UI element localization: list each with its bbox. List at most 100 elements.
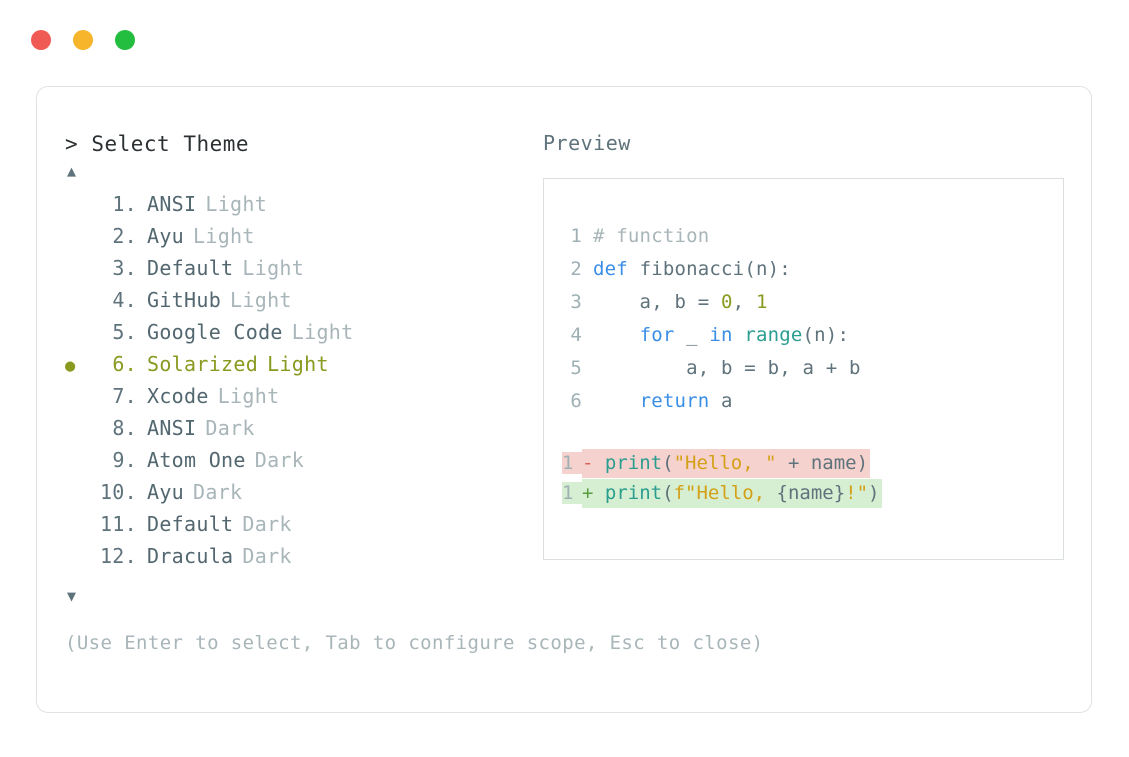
code-token: _ xyxy=(674,324,710,346)
code-token: 0 xyxy=(721,291,733,313)
code-token xyxy=(593,324,640,346)
selected-bullet-icon: ● xyxy=(65,355,76,376)
theme-item-number: 9. xyxy=(112,447,137,472)
code-line-text: a, b = 0, 1 xyxy=(593,291,768,313)
diff-line-content: - print("Hello, " + name) xyxy=(582,449,871,478)
theme-item-number: 11. xyxy=(99,511,137,536)
theme-item-variant: Dark xyxy=(193,479,243,504)
code-line: 3 a, b = 0, 1 xyxy=(562,291,1063,324)
maximize-button[interactable] xyxy=(115,30,135,50)
minimize-button[interactable] xyxy=(73,30,93,50)
code-token: a, b = b, a + b xyxy=(593,357,861,379)
code-token: fibonacci(n): xyxy=(639,258,791,280)
diff-token: + name) xyxy=(776,452,869,474)
code-token: range xyxy=(744,324,803,346)
code-token xyxy=(733,324,745,346)
theme-list-item[interactable]: ● 6. Solarized Light xyxy=(65,352,535,384)
theme-item-variant: Dark xyxy=(254,447,305,472)
theme-item-number: 1. xyxy=(112,191,137,216)
code-token: # function xyxy=(593,225,710,247)
keyboard-hint: (Use Enter to select, Tab to configure s… xyxy=(65,632,764,654)
code-token: (n): xyxy=(802,324,850,346)
code-token: a xyxy=(709,390,733,412)
theme-item-name: Ayu xyxy=(147,479,185,504)
code-token: def xyxy=(593,258,640,280)
diff-token: f"Hello, xyxy=(673,482,777,504)
line-number: 5 xyxy=(570,357,582,379)
diff-token: print xyxy=(604,452,663,474)
diff-token: ( xyxy=(662,452,674,474)
code-line-text: # function xyxy=(593,225,709,247)
theme-item-number: 4. xyxy=(112,287,137,312)
theme-item-name: Google Code xyxy=(147,319,283,344)
code-line: 5 a, b = b, a + b xyxy=(562,357,1063,390)
code-line-text: for _ in range(n): xyxy=(593,324,849,346)
theme-item-variant: Light xyxy=(205,191,268,216)
theme-list-item[interactable]: 2. Ayu Light xyxy=(65,224,535,256)
theme-item-variant: Light xyxy=(193,223,255,248)
theme-item-name: Solarized xyxy=(147,351,259,376)
theme-item-name: Ayu xyxy=(147,223,185,248)
theme-list-item[interactable]: 12. Dracula Dark xyxy=(65,544,535,576)
theme-item-name: Atom One xyxy=(147,447,246,472)
code-line-text: def fibonacci(n): xyxy=(593,258,791,280)
theme-list-item[interactable]: 9. Atom One Dark xyxy=(65,448,535,480)
scroll-down-icon[interactable]: ▼ xyxy=(67,587,77,605)
theme-item-name: GitHub xyxy=(147,287,222,312)
code-token: 1 xyxy=(755,291,768,313)
theme-list-item[interactable]: 7. Xcode Light xyxy=(65,384,535,416)
diff-token: !" xyxy=(845,482,869,504)
code-token: for xyxy=(639,324,675,346)
preview-label: Preview xyxy=(543,131,631,155)
theme-item-name: ANSI xyxy=(147,415,197,440)
code-line-text: a, b = b, a + b xyxy=(593,357,861,379)
diff-token xyxy=(593,482,604,504)
theme-item-variant: Light xyxy=(267,351,329,376)
diff-line-number: 1 xyxy=(562,482,582,504)
theme-item-number: 2. xyxy=(112,223,137,248)
theme-item-number: 10. xyxy=(99,479,137,504)
panel-prompt: > Select Theme xyxy=(65,131,535,157)
theme-item-number: 6. xyxy=(112,351,137,376)
diff-sign: + xyxy=(582,482,594,504)
close-button[interactable] xyxy=(31,30,51,50)
diff-block: 1- print("Hello, " + name)1+ print(f"Hel… xyxy=(562,449,1063,509)
theme-item-number: 8. xyxy=(112,415,137,440)
theme-item-name: ANSI xyxy=(147,191,197,216)
code-line: 4 for _ in range(n): xyxy=(562,324,1063,357)
theme-item-number: 3. xyxy=(112,255,137,280)
line-number: 3 xyxy=(570,291,582,313)
theme-list-item[interactable]: 1. ANSI Light xyxy=(65,192,535,224)
diff-token: ( xyxy=(662,482,674,504)
diff-token: {name} xyxy=(776,482,846,504)
theme-list-item[interactable]: 4. GitHub Light xyxy=(65,288,535,320)
diff-sign: - xyxy=(582,452,594,474)
code-token: return xyxy=(639,390,710,412)
theme-item-number: 12. xyxy=(99,543,137,568)
theme-item-name: Dracula xyxy=(147,543,234,568)
theme-item-variant: Dark xyxy=(242,543,292,568)
line-number: 6 xyxy=(570,390,582,412)
code-line: 1# function xyxy=(562,225,1063,258)
diff-token: ) xyxy=(868,482,880,504)
code-line: 6 return a xyxy=(562,390,1063,423)
theme-list-item[interactable]: 10. Ayu Dark xyxy=(65,480,535,512)
scroll-up-icon[interactable]: ▲ xyxy=(67,162,77,181)
theme-item-name: Xcode xyxy=(147,383,209,408)
theme-item-variant: Light xyxy=(217,383,280,408)
theme-item-variant: Light xyxy=(242,255,305,280)
theme-item-variant: Light xyxy=(230,287,292,312)
theme-item-number: 7. xyxy=(112,383,137,408)
prompt-caret-icon: > xyxy=(65,132,79,156)
